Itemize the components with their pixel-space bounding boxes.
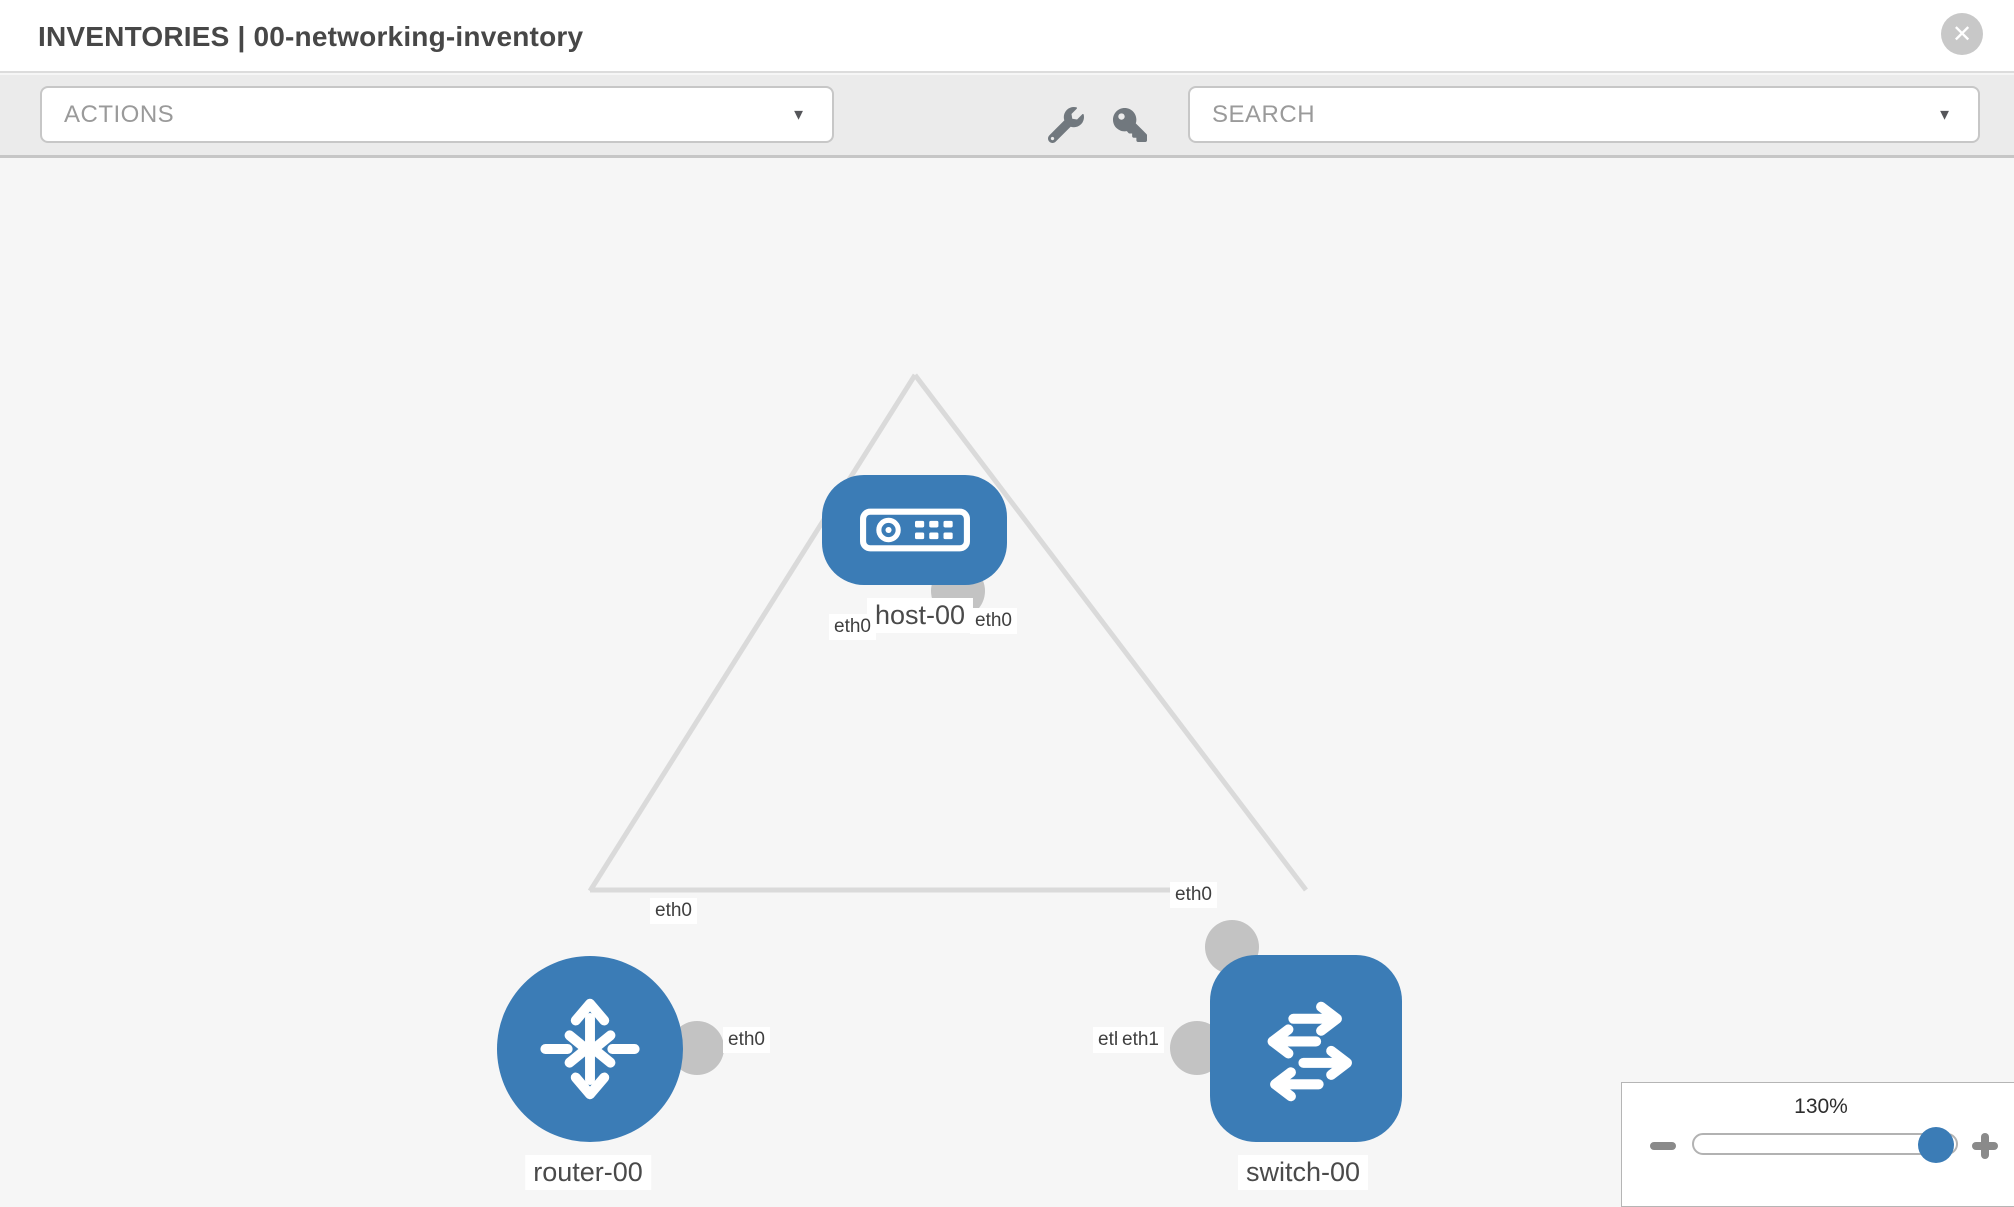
actions-dropdown[interactable]: ACTIONS ▼ [40,86,834,143]
link-host-router[interactable] [587,373,918,893]
host-icon [859,508,970,552]
if-label-host-eth0-left: eth0 [829,614,876,640]
minus-icon [1650,1142,1676,1150]
router-icon [540,998,640,1100]
node-label-router: router-00 [525,1155,651,1190]
if-label-host-eth0-right: eth0 [970,608,1017,634]
page-title: INVENTORIES | 00-networking-inventory [38,21,584,52]
key-icon [1113,108,1147,142]
if-label-switch-eth1: eth1 [1117,1027,1164,1053]
wrench-button[interactable] [1044,103,1088,147]
close-icon[interactable]: ✕ [1941,13,1983,55]
node-label-host: host-00 [866,598,974,633]
plus-icon-v [1981,1133,1989,1159]
zoom-in-button[interactable] [1970,1133,2000,1159]
switch-icon [1267,1001,1352,1101]
actions-label: ACTIONS [64,100,175,128]
chevron-down-icon: ▼ [1937,106,1952,123]
if-label-switch-link-eth0: eth0 [1170,882,1217,908]
key-button[interactable] [1108,103,1152,147]
link-host-switch[interactable] [913,373,1308,892]
wrench-icon [1048,107,1084,143]
chevron-down-icon: ▼ [791,106,806,123]
zoom-panel: 130% [1621,1082,2014,1207]
zoom-out-button[interactable] [1648,1133,1678,1159]
topology-links [587,373,1308,893]
zoom-slider-track[interactable] [1692,1127,1958,1163]
zoom-level: 130% [1794,1095,1848,1118]
search-dropdown[interactable]: SEARCH ▼ [1188,86,1980,143]
page-header: INVENTORIES | 00-networking-inventory ✕ [0,0,2014,73]
topology-canvas[interactable]: host-00 router-00 switch-00 eth0 eth0 et… [0,158,2014,1200]
node-router-00[interactable] [497,956,683,1142]
node-switch-00[interactable] [1210,955,1402,1142]
search-placeholder: SEARCH [1212,100,1316,128]
if-label-router-eth0: eth0 [723,1027,770,1053]
if-label-router-link-eth0: eth0 [650,898,697,924]
node-host-00[interactable] [822,475,1007,585]
node-label-switch: switch-00 [1237,1155,1369,1190]
toolbar: ACTIONS ▼ SEARCH ▼ [0,75,2014,158]
zoom-slider-knob[interactable] [1918,1127,1954,1163]
